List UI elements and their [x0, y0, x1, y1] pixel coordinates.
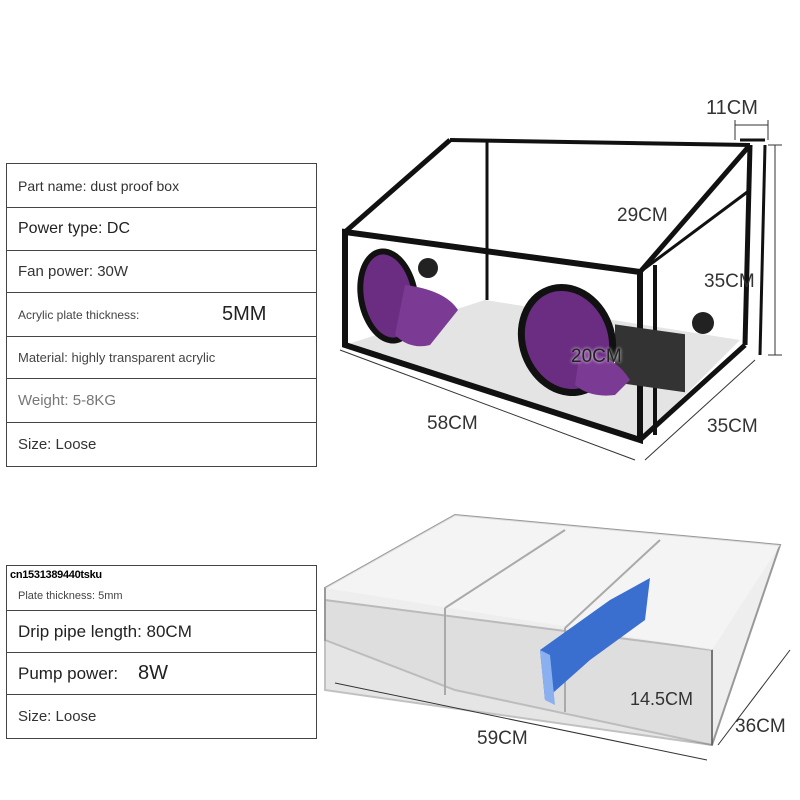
- spec-row-power-type: Power type: DC: [6, 208, 317, 251]
- spec-row-weight: Weight: 5-8KG: [6, 379, 317, 423]
- spec-drip-pipe: Drip pipe length: 80CM: [18, 621, 192, 641]
- dim-tray-length: 59CM: [477, 728, 528, 749]
- spec-row-plate-thickness: Plate thickness: 5mm: [6, 566, 317, 611]
- drip-tray-spec-table: Plate thickness: 5mm Drip pipe length: 8…: [6, 565, 317, 739]
- spec-row-material: Material: highly transparent acrylic: [6, 337, 317, 379]
- spec-row-tray-size: Size: Loose: [6, 695, 317, 739]
- dim-tray-height: 14.5CM: [630, 689, 694, 709]
- spec-weight: Weight: 5-8KG: [18, 392, 117, 409]
- dim-port: 20CM: [571, 346, 622, 367]
- watermark-text: cn1531389440tsku: [8, 569, 104, 581]
- spec-part-name: Part name: dust proof box: [18, 177, 180, 194]
- spec-pump-label: Pump power:: [18, 663, 119, 683]
- dim-tray-width: 36CM: [735, 716, 786, 737]
- spec-tray-size: Size: Loose: [18, 708, 97, 725]
- spec-row-drip-pipe: Drip pipe length: 80CM: [6, 611, 317, 653]
- dim-length: 58CM: [427, 413, 478, 434]
- spec-row-fan-power: Fan power: 30W: [6, 251, 317, 293]
- spec-fan-power: Fan power: 30W: [18, 263, 129, 280]
- dim-slope: 29CM: [617, 205, 668, 226]
- spec-pump-value: 8W: [138, 662, 168, 684]
- spec-row-part-name: Part name: dust proof box: [6, 164, 317, 208]
- dust-proof-box-image: [339, 120, 782, 461]
- spec-row-size: Size: Loose: [6, 423, 317, 467]
- spec-acrylic-label: Acrylic plate thickness:: [18, 307, 140, 322]
- dust-box-spec-table: Part name: dust proof box Power type: DC…: [6, 163, 317, 467]
- dim-height: 35CM: [704, 271, 755, 292]
- spec-material: Material: highly transparent acrylic: [18, 350, 216, 365]
- spec-plate-thickness: Plate thickness: 5mm: [18, 590, 123, 602]
- dim-width: 35CM: [707, 416, 758, 437]
- spec-size: Size: Loose: [18, 436, 97, 453]
- drip-tray-image: [324, 513, 791, 761]
- spec-row-acrylic-thickness: Acrylic plate thickness: 5MM: [6, 293, 317, 337]
- spec-acrylic-value: 5MM: [222, 303, 267, 325]
- spec-power-type: Power type: DC: [18, 220, 131, 237]
- dim-depth-top: 11CM: [706, 97, 758, 119]
- spec-row-pump-power: Pump power: 8W: [6, 653, 317, 695]
